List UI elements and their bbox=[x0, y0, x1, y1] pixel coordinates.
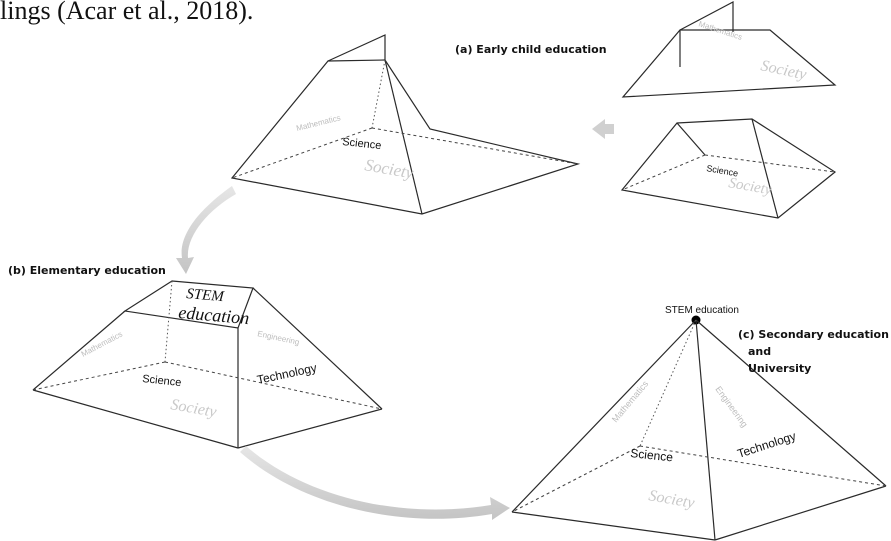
stem-label-b-line2: education bbox=[178, 302, 250, 328]
technology-label-b: Technology bbox=[256, 361, 318, 387]
society-label-b: Society bbox=[169, 396, 218, 421]
society-label-c: Society bbox=[647, 487, 696, 512]
curved-arrow-a-to-b-icon bbox=[176, 186, 236, 274]
mathematics-label-c: Mathematics bbox=[610, 378, 651, 424]
early-child-math-plane: Mathematics Society bbox=[621, 1, 837, 98]
mathematics-label-a: Mathematics bbox=[295, 113, 341, 133]
stage-c-label-line1: (c) Secondary education bbox=[738, 328, 889, 341]
stage-c-label-line3: University bbox=[748, 362, 811, 375]
combine-arrow-icon bbox=[592, 119, 614, 139]
stem-label-b-line1: STEM bbox=[186, 286, 226, 305]
science-label-b: Science bbox=[142, 373, 182, 389]
science-label-c: Science bbox=[630, 446, 674, 464]
stage-b-label: (b) Elementary education bbox=[8, 264, 166, 277]
early-child-combined-diagram: Mathematics Science Society bbox=[230, 34, 581, 215]
society-label-a: Society bbox=[363, 155, 415, 182]
engineering-label-c: Engineering bbox=[713, 384, 749, 429]
stage-c-label-line2: and bbox=[748, 345, 771, 358]
curved-arrow-b-to-c-icon bbox=[240, 446, 510, 520]
science-label-a: Science bbox=[342, 136, 382, 152]
society-label-small-2: Society bbox=[727, 175, 773, 198]
mathematics-label-small: Mathematics bbox=[697, 19, 743, 42]
technology-label-c: Technology bbox=[736, 429, 798, 461]
elementary-frustum-diagram: STEM education Mathematics Engineering S… bbox=[32, 280, 383, 449]
caption-text: lings (Acar et al., 2018). bbox=[0, 0, 254, 25]
early-child-science-plane: Science Society bbox=[620, 118, 837, 219]
society-label-small-1: Society bbox=[759, 57, 809, 83]
stem-apex-label: STEM education bbox=[665, 305, 739, 316]
engineering-label-b: Engineering bbox=[257, 329, 301, 347]
stage-a-label: (a) Early child education bbox=[455, 43, 607, 56]
